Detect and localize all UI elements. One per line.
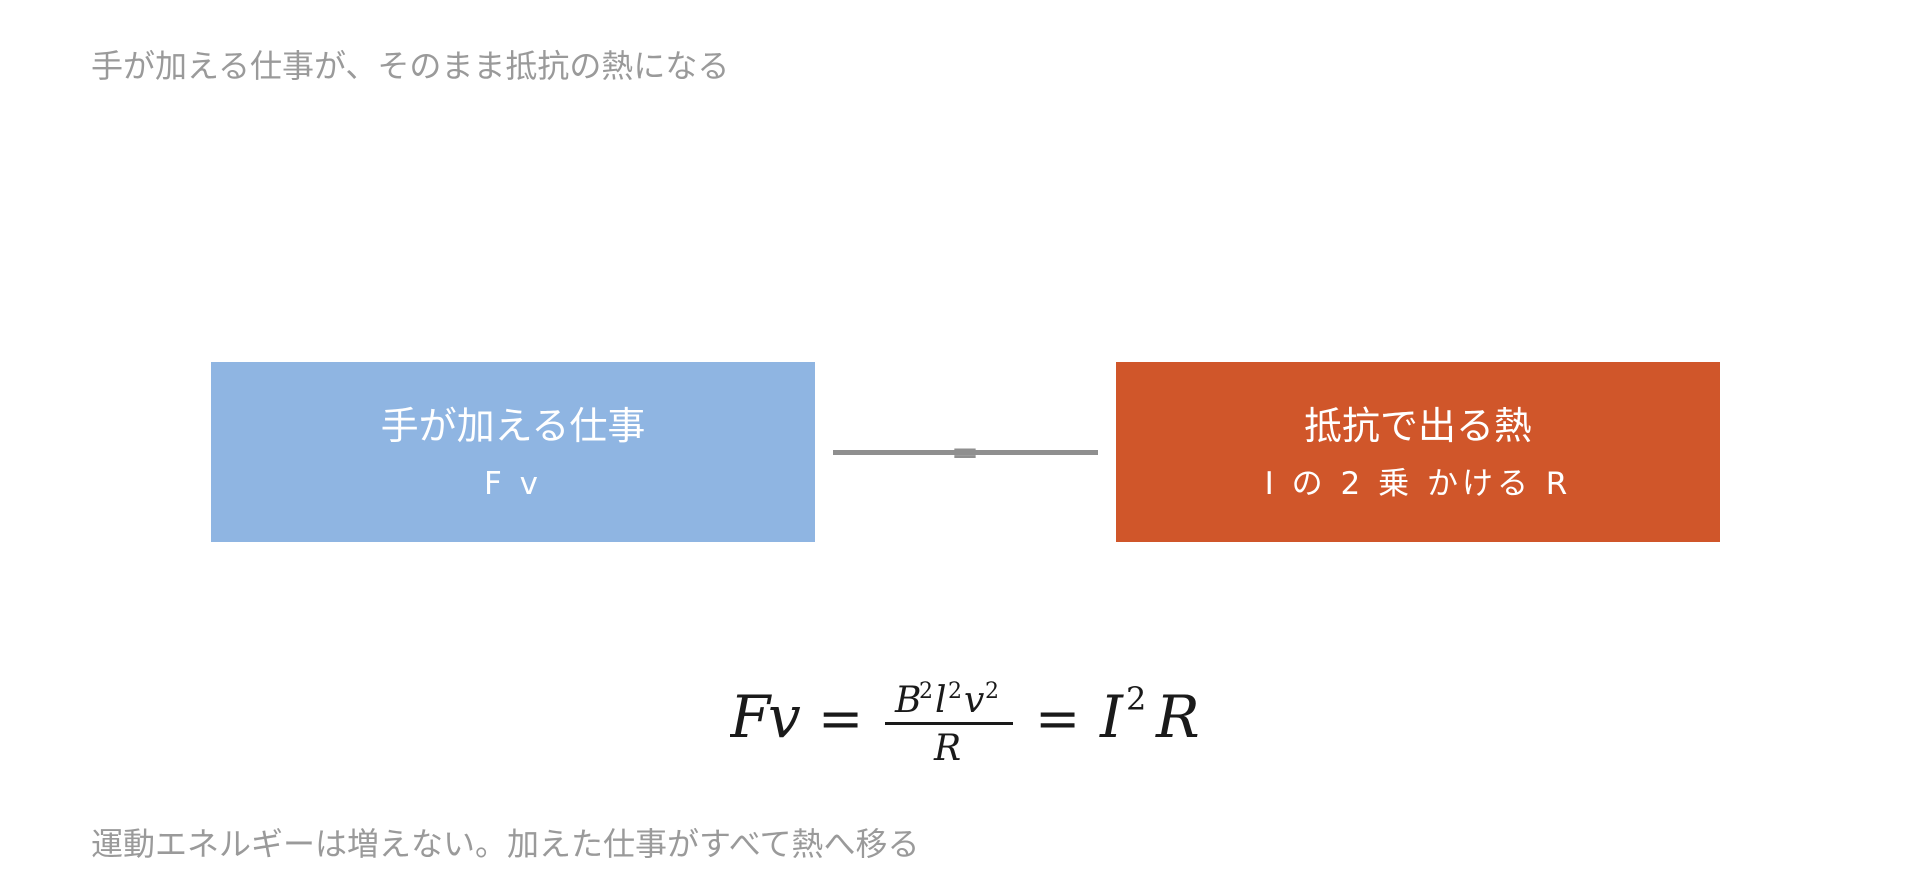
equality-connector-line [833, 450, 1098, 455]
power-balance-formula: F v = B 2 l 2 v 2 R = I 2 R [730, 679, 1200, 769]
formula-num-v: v [964, 680, 984, 721]
formula-num-B-exp: 2 [919, 679, 933, 704]
formula-F: F [730, 683, 772, 751]
formula-num-B: B [894, 680, 921, 721]
formula-v: v [768, 683, 801, 751]
heat-box: 抵抗で出る熱 I の 2 乗 かける R [1116, 362, 1720, 542]
formula-num-v-exp: 2 [985, 679, 999, 704]
work-box-title: 手が加える仕事 [380, 404, 646, 448]
formula-equals-1: = [818, 687, 863, 750]
equality-sign: = [950, 433, 980, 473]
formula-I-exp: 2 [1126, 680, 1146, 718]
work-box: 手が加える仕事 F v [211, 362, 815, 542]
work-box-subtitle: F v [483, 466, 543, 502]
slide-footer: 運動エネルギーは増えない。加えた仕事がすべて熱へ移る [91, 825, 920, 863]
formula-I: I [1099, 683, 1124, 751]
formula-R: R [1155, 683, 1200, 751]
connector-bar [833, 450, 1098, 455]
heat-box-title: 抵抗で出る熱 [1303, 404, 1532, 448]
formula-fraction-bar [885, 722, 1013, 725]
formula-equals-2: = [1035, 687, 1080, 750]
formula-num-l-exp: 2 [948, 679, 962, 704]
heat-box-subtitle: I の 2 乗 かける R [1264, 466, 1572, 502]
formula-den-R: R [933, 728, 961, 769]
slide-heading: 手が加える仕事が、そのまま抵抗の熱になる [91, 47, 730, 85]
formula-num-l: l [935, 680, 947, 721]
